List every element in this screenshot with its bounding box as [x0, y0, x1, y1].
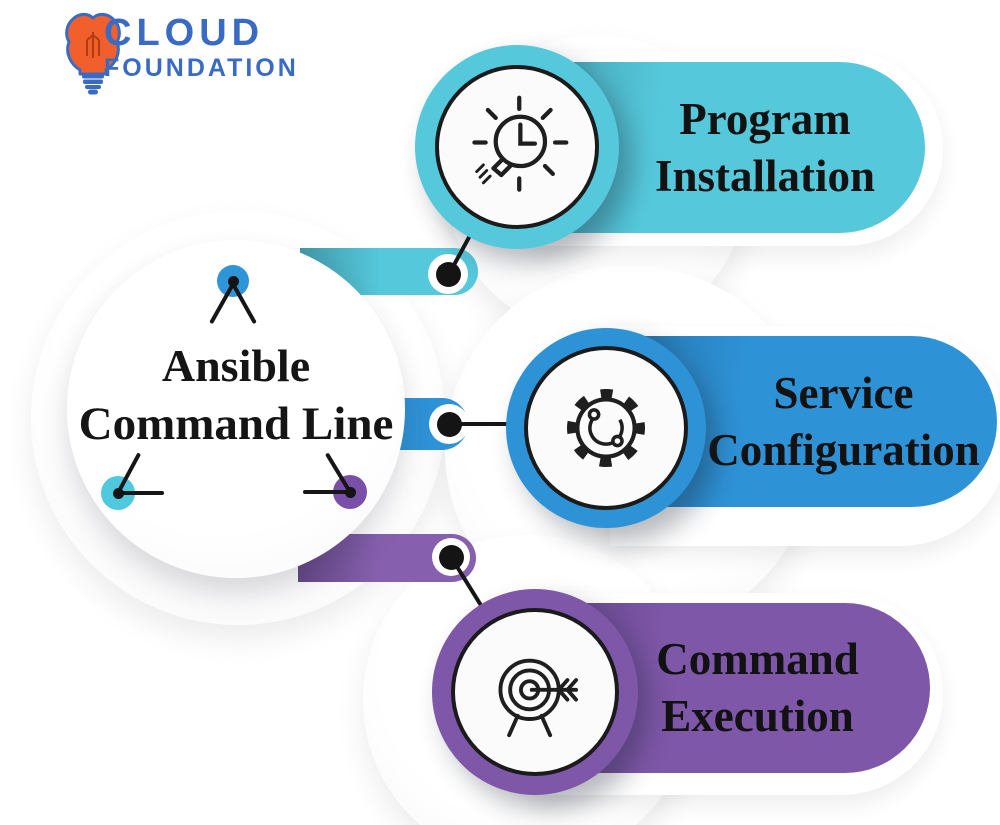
- service-label-line2: Configuration: [707, 424, 980, 475]
- command-label-line2: Execution: [661, 691, 854, 741]
- command-anchor-dot: [438, 544, 464, 570]
- service-connector-line: [449, 422, 509, 426]
- cloudfoundation-logo: CLOUD FOUNDATION: [0, 0, 340, 95]
- command-icon-circle: [451, 608, 619, 776]
- central-branch-line: [303, 490, 350, 494]
- service-anchor-dot: [436, 411, 462, 437]
- program-label-line1: Program: [679, 93, 851, 144]
- lightbulb-icon: [472, 95, 569, 192]
- central-title: Ansible Command Line: [67, 337, 405, 453]
- command-label: Command Execution: [545, 631, 930, 745]
- lightbulb-logo-icon: [65, 12, 121, 95]
- program-icon-circle: [435, 65, 599, 229]
- service-icon-circle: [524, 346, 688, 510]
- logo-brand-line1: CLOUD: [104, 12, 265, 54]
- service-label-line1: Service: [773, 367, 914, 418]
- program-label: Program Installation: [545, 91, 925, 205]
- program-label-line2: Installation: [654, 150, 876, 201]
- central-node-pin-top: [227, 275, 239, 287]
- central-node-pin-left: [112, 487, 124, 499]
- program-anchor-dot: [435, 261, 461, 287]
- central-title-line2: Command Line: [78, 398, 394, 450]
- program-pill: Program Installation: [545, 62, 925, 233]
- gear-icon: [567, 389, 645, 467]
- central-branch-line: [118, 491, 164, 495]
- target-icon: [498, 658, 578, 738]
- central-title-line1: Ansible: [161, 340, 311, 391]
- logo-brand-line2: FOUNDATION: [104, 54, 299, 82]
- central-node-pin-right: [344, 486, 356, 498]
- service-label: Service Configuration: [620, 365, 997, 479]
- command-label-line1: Command: [656, 634, 859, 684]
